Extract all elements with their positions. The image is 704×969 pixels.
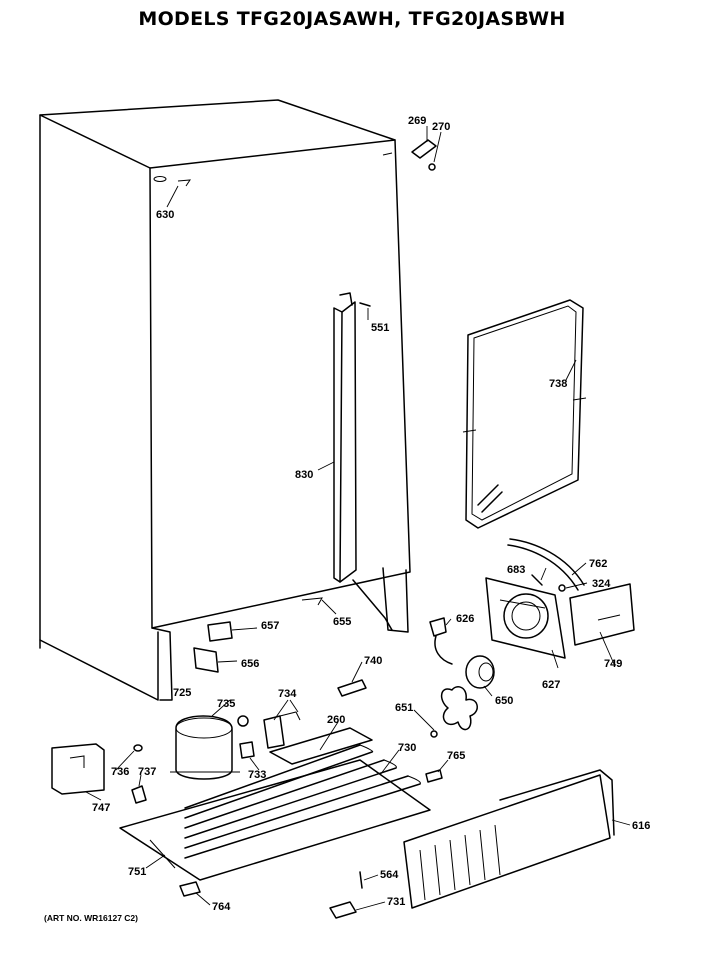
callout-564: 564 <box>380 869 399 881</box>
part-733-overload <box>239 741 255 759</box>
callout-736: 736 <box>111 766 129 778</box>
callout-735: 735 <box>217 698 235 710</box>
part-626-cord <box>429 617 453 665</box>
callout-260: 260 <box>327 714 345 726</box>
callout-749: 749 <box>604 658 622 670</box>
callout-650: 650 <box>495 695 513 707</box>
art-number: (ART NO. WR16127 C2) <box>44 913 138 923</box>
cabinet <box>39 99 411 701</box>
part-260-pan <box>269 727 373 765</box>
part-740-clip <box>337 679 367 697</box>
part-751-base <box>119 759 431 881</box>
part-765-clip <box>425 769 443 783</box>
callout-731: 731 <box>387 896 405 908</box>
callout-830: 830 <box>295 469 313 481</box>
part-655-support <box>301 579 393 631</box>
part-736-737 <box>131 744 147 804</box>
part-764-clip <box>179 881 201 897</box>
callout-630: 630 <box>156 209 174 221</box>
part-269-270-hardware <box>411 139 437 171</box>
part-650-motor <box>465 655 495 689</box>
callout-656: 656 <box>241 658 259 670</box>
callout-764: 764 <box>212 901 231 913</box>
callout-269: 269 <box>408 115 426 127</box>
callout-762: 762 <box>589 558 607 570</box>
callout-730: 730 <box>398 742 416 754</box>
part-749-cover <box>569 583 635 646</box>
part-735-grommet <box>237 715 249 727</box>
part-683-clip <box>531 574 543 586</box>
part-324 <box>558 584 566 592</box>
part-734-relay <box>263 711 301 749</box>
part-657-bracket <box>207 621 233 642</box>
part-762-tube <box>507 538 585 591</box>
part-830-rail <box>333 292 357 583</box>
callout-651: 651 <box>395 702 413 714</box>
callout-737: 737 <box>138 766 156 778</box>
callout-683: 683 <box>507 564 525 576</box>
callout-616: 616 <box>632 820 650 832</box>
callout-655: 655 <box>333 616 351 628</box>
part-651-fan-blade <box>430 686 478 738</box>
callout-551: 551 <box>371 322 389 334</box>
callout-627: 627 <box>542 679 560 691</box>
part-564-screw <box>359 871 363 889</box>
callout-740: 740 <box>364 655 382 667</box>
diagram-title: MODELS TFG20JASAWH, TFG20JASBWH <box>138 8 566 30</box>
part-747-shield <box>51 743 105 795</box>
callout-270: 270 <box>432 121 450 133</box>
callout-765: 765 <box>447 750 465 762</box>
part-731-clip <box>329 901 357 919</box>
callout-733: 733 <box>248 769 266 781</box>
part-551-screw <box>359 302 371 307</box>
leader-lines <box>85 126 631 911</box>
callout-labels: 269 270 630 551 738 830 762 683 324 657 … <box>92 115 650 913</box>
part-616-grille <box>403 769 615 909</box>
part-738-gasket <box>462 299 587 529</box>
callout-751: 751 <box>128 866 146 878</box>
callout-657: 657 <box>261 620 279 632</box>
part-627-fan-shroud <box>485 577 566 659</box>
part-656-bracket <box>193 647 219 673</box>
callout-324: 324 <box>592 578 611 590</box>
callout-725: 725 <box>173 687 191 699</box>
callout-626: 626 <box>456 613 474 625</box>
callout-738: 738 <box>549 378 567 390</box>
part-730-condenser <box>184 744 421 859</box>
callout-734: 734 <box>278 688 297 700</box>
part-725-compressor <box>170 715 240 780</box>
callout-747: 747 <box>92 802 110 814</box>
